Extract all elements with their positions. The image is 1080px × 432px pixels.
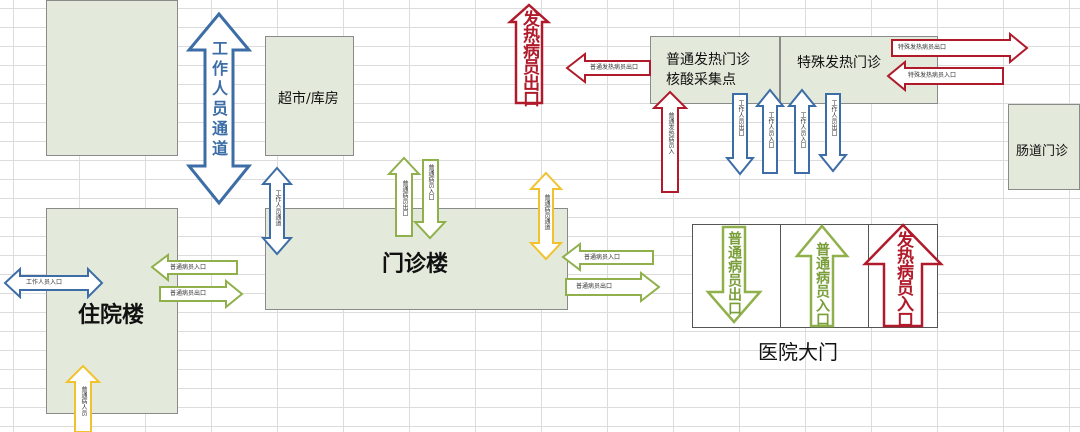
general-exit-arrow <box>705 225 763 324</box>
inpatient-label: 住院楼 <box>78 302 145 328</box>
general-entry-label: 普通病员入口 <box>814 242 830 326</box>
staff-entry-2-label: 工作人员入口 <box>799 112 806 148</box>
intestinal-label: 肠道门诊 <box>1016 144 1069 159</box>
inpatient-general-entry-label: 普通病员入口 <box>170 264 207 271</box>
general-fever-label: 普通发热门诊 核酸采集点 <box>666 52 750 88</box>
outpatient-exit-label: 普通病员出口 <box>401 180 408 216</box>
fever-entry-label: 发热病员入口 <box>893 231 913 327</box>
outpatient-right-entry-label: 普通病员入口 <box>584 254 621 261</box>
gate-label: 医院大门 <box>758 340 838 364</box>
gate-divider-2 <box>868 224 869 328</box>
staff-entry-left-label: 工作人员入口 <box>26 279 63 286</box>
special-fever-label: 特殊发热门诊 <box>797 55 881 71</box>
special-fever-entry-arrow <box>886 59 1004 93</box>
inpatient-general-exit-label: 普通病员出口 <box>170 290 207 297</box>
outpatient-right-entry-arrow <box>561 241 654 273</box>
outpatient-exit-arrow <box>386 156 422 237</box>
special-fever-exit-arrow <box>891 31 1029 65</box>
staff-exit-1-label: 工作人员出口 <box>737 100 744 136</box>
general-fever-entry-arrow <box>651 90 689 193</box>
staff-exit-arrow-1 <box>724 93 756 176</box>
staff-entry-arrow-2 <box>786 88 818 174</box>
general-exit-label: 普通病员出口 <box>726 231 742 315</box>
staff-channel-label: 工作人员通道 <box>209 40 228 160</box>
general-entry-arrow <box>794 224 850 328</box>
outpatient-entry-label: 普通病员入口 <box>427 164 434 200</box>
staff-exit-2-label: 工作人员出口 <box>830 100 837 136</box>
yellow-inpatient-label: 普通病人员 <box>80 386 87 416</box>
staff-passage-arrow <box>260 166 294 256</box>
inpatient-general-exit-arrow <box>159 278 244 310</box>
outpatient-right-exit-arrow <box>565 270 661 304</box>
building-supermarket <box>265 36 354 156</box>
building-top-left <box>46 0 178 156</box>
special-fever-exit-label: 特殊发热病员出口 <box>898 44 947 51</box>
staff-entry-arrow-1 <box>754 88 786 174</box>
general-fever-entry-label: 普通发热病员入 <box>667 112 674 154</box>
inpatient-general-entry-arrow <box>150 253 238 283</box>
fever-exit-arrow <box>506 3 552 105</box>
fever-exit-label: 发热病员出口 <box>519 10 539 106</box>
outpatient-label: 门诊楼 <box>382 251 449 277</box>
staff-channel-arrow <box>185 11 253 206</box>
staff-entry-1-label: 工作人员入口 <box>767 112 774 148</box>
fever-patient-exit-arrow <box>565 51 651 85</box>
fever-entry-arrow <box>862 223 944 328</box>
yellow-outpatient-arrow <box>528 171 564 261</box>
outpatient-right-exit-label: 普通病员出口 <box>576 283 613 290</box>
supermarket-label: 超市/库房 <box>278 91 339 107</box>
gate-divider-1 <box>780 224 781 328</box>
fever-patient-exit-label: 普通发热病员出口 <box>590 64 639 71</box>
yellow-inpatient-arrow <box>64 364 102 432</box>
outpatient-entry-arrow <box>412 159 448 240</box>
yellow-outpatient-label: 普通病员通道 <box>543 194 550 230</box>
staff-passage-label: 工作人员通道 <box>274 190 281 226</box>
staff-exit-arrow-2 <box>817 93 849 173</box>
special-fever-entry-label: 特殊发热病员入口 <box>908 72 957 79</box>
staff-entry-left-arrow <box>3 266 104 300</box>
